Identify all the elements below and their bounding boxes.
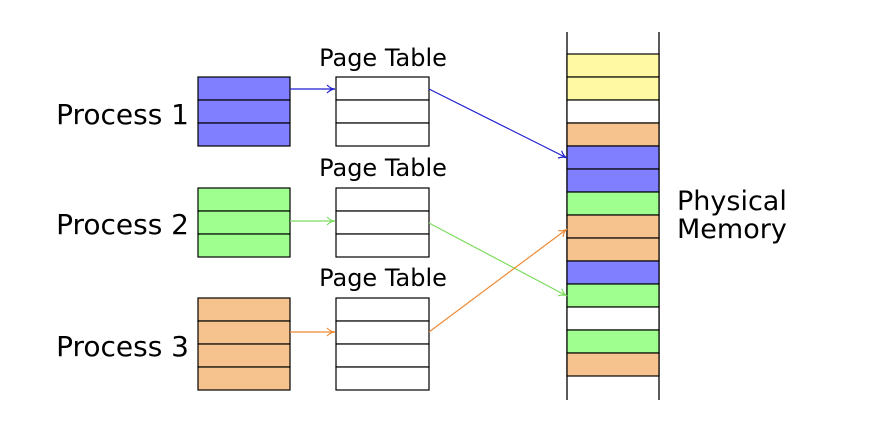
page-table-entry: [335, 320, 430, 345]
memory-frames: [566, 53, 660, 377]
memory-frame: [566, 352, 660, 377]
process-2-group: Process 2: [56, 187, 291, 258]
physical-memory-group: Physical Memory: [566, 32, 787, 400]
process-page: [197, 76, 291, 101]
memory-frame: [566, 329, 660, 354]
physical-memory-label-line2: Memory: [677, 214, 787, 245]
memory-frame: [566, 283, 660, 308]
process-page: [197, 122, 291, 147]
arrow-table3-to-frame: [428, 228, 568, 333]
process-page: [197, 320, 291, 345]
process-page: [197, 343, 291, 368]
process-to-table-arrows: [290, 84, 336, 337]
page-table-entry: [335, 343, 430, 368]
memory-frame: [566, 306, 660, 331]
page-table-2-label: Page Table: [319, 154, 447, 182]
memory-frame: [566, 76, 660, 101]
page-table-entry: [335, 187, 430, 212]
page-table-entry: [335, 210, 430, 235]
process-2-pages: [197, 187, 291, 258]
process-page: [197, 233, 291, 258]
process-3-group: Process 3: [56, 297, 291, 391]
page-table-entry: [335, 76, 430, 101]
arrow-table2-to-frame: [428, 222, 568, 297]
page-table-entry: [335, 99, 430, 124]
page-table-entry: [335, 366, 430, 391]
process-3-pages: [197, 297, 291, 391]
memory-frame: [566, 122, 660, 147]
process-2-label: Process 2: [56, 208, 189, 241]
page-table-2-entries: [335, 187, 430, 258]
page-table-3-label: Page Table: [319, 264, 447, 292]
memory-frame: [566, 99, 660, 124]
memory-frame: [566, 260, 660, 285]
memory-frame: [566, 53, 660, 78]
process-page: [197, 187, 291, 212]
process-page: [197, 210, 291, 235]
page-table-1-label: Page Table: [319, 44, 447, 72]
memory-frame: [566, 214, 660, 239]
process-1-group: Process 1: [56, 76, 291, 147]
memory-frame: [566, 191, 660, 216]
process-page: [197, 297, 291, 322]
page-table-2-group: Page Table: [319, 154, 447, 258]
page-table-1-entries: [335, 76, 430, 147]
arrow-table1-to-frame: [428, 88, 568, 159]
page-table-1-group: Page Table: [319, 44, 447, 147]
physical-memory-label-line1: Physical: [677, 186, 787, 217]
process-page: [197, 366, 291, 391]
page-table-entry: [335, 233, 430, 258]
page-table-entry: [335, 297, 430, 322]
memory-frame: [566, 237, 660, 262]
page-table-entry: [335, 122, 430, 147]
page-table-3-entries: [335, 297, 430, 391]
memory-frame: [566, 168, 660, 193]
process-3-label: Process 3: [56, 330, 189, 363]
memory-frame: [566, 145, 660, 170]
table-to-memory-arrows: [428, 88, 568, 333]
process-1-pages: [197, 76, 291, 147]
process-1-label: Process 1: [56, 98, 189, 131]
process-page: [197, 99, 291, 124]
page-table-3-group: Page Table: [319, 264, 447, 391]
